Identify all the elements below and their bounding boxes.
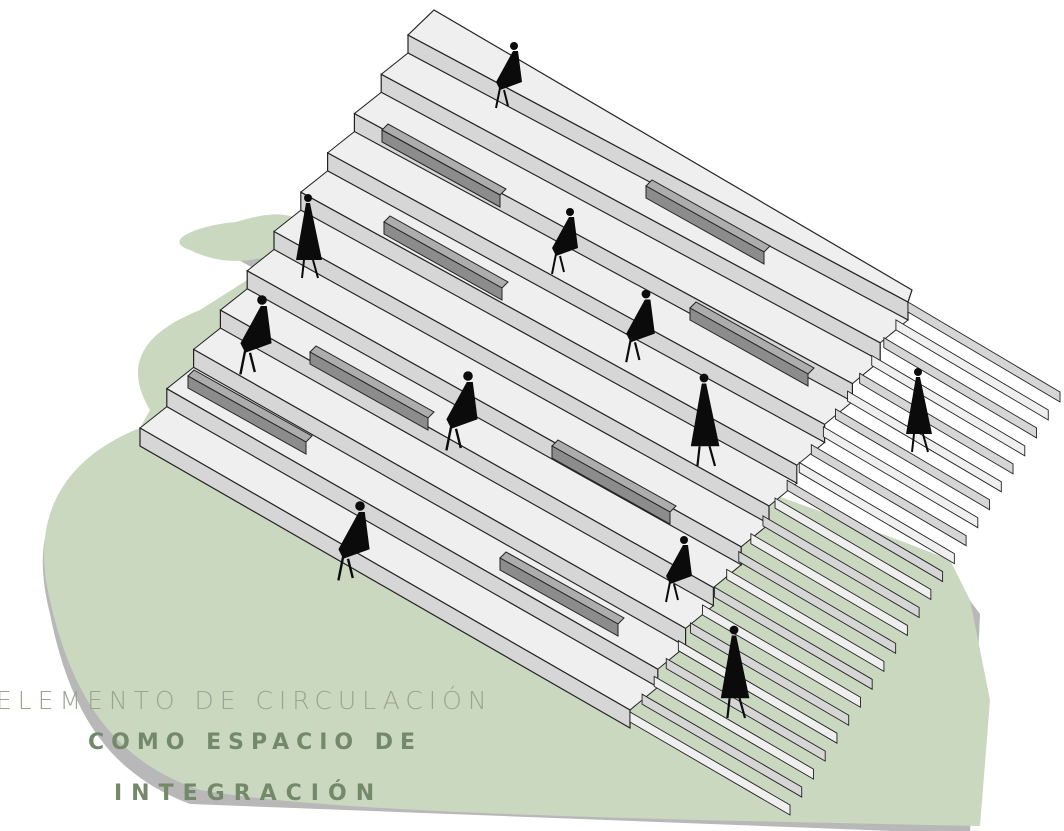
bench-side — [551, 445, 671, 525]
walking-person — [690, 373, 720, 467]
bench — [499, 551, 625, 637]
body — [690, 383, 720, 447]
head — [641, 289, 651, 299]
bench-group — [187, 123, 815, 637]
narrow-step — [702, 604, 861, 709]
seated-person — [337, 501, 370, 581]
legs — [445, 426, 462, 451]
bench-side — [645, 185, 765, 265]
head — [566, 208, 574, 216]
bench — [381, 123, 507, 208]
narrow-step — [883, 336, 1037, 439]
body — [338, 512, 370, 559]
head — [729, 625, 739, 635]
narrow-step — [629, 711, 791, 816]
seated-person — [445, 371, 478, 451]
bench-side — [381, 129, 501, 208]
bench-side — [383, 221, 503, 301]
narrow-step — [677, 639, 838, 744]
narrow-step — [859, 372, 1014, 475]
legs — [625, 339, 641, 363]
head — [304, 194, 312, 202]
walking-person — [296, 194, 322, 279]
narrow-step — [835, 408, 991, 511]
people-group — [239, 42, 932, 719]
bench — [551, 439, 677, 525]
body — [240, 306, 272, 353]
body — [626, 299, 655, 343]
narrow-step — [738, 550, 897, 655]
legs — [301, 259, 319, 279]
seated-person — [665, 536, 692, 603]
body — [296, 203, 322, 260]
narrow-step — [762, 515, 920, 619]
caption-line-3: INTEGRACIÓN — [114, 781, 384, 806]
top-landing — [406, 9, 913, 303]
legs — [911, 433, 929, 453]
narrow-step — [774, 497, 932, 601]
legs — [337, 556, 354, 581]
seated-person — [495, 42, 522, 109]
head — [699, 373, 709, 383]
bench-side — [309, 351, 429, 431]
legs — [665, 581, 679, 603]
bench — [689, 301, 815, 387]
legs — [726, 697, 747, 719]
bench-side — [499, 557, 619, 637]
seated-person — [239, 295, 272, 375]
narrow-step — [810, 443, 967, 547]
legs — [696, 445, 717, 467]
narrow-step — [641, 693, 803, 798]
narrow-step — [714, 586, 873, 691]
bench — [187, 369, 313, 455]
caption-line-1: ELEMENTO DE CIRCULACIÓN — [0, 686, 493, 715]
walking-person — [906, 368, 932, 453]
narrow-step — [665, 657, 826, 762]
bench-side — [689, 307, 809, 387]
bench-side — [187, 375, 307, 455]
head — [463, 371, 473, 381]
head — [257, 295, 267, 305]
legs — [239, 350, 256, 375]
narrow-step — [726, 568, 885, 673]
head — [355, 501, 365, 511]
narrow-step — [786, 479, 944, 583]
narrow-step — [822, 425, 979, 529]
step-riser — [139, 426, 631, 730]
bench — [383, 215, 509, 301]
walking-person — [720, 625, 750, 719]
head — [914, 368, 922, 376]
narrow-step — [798, 461, 955, 565]
body — [906, 377, 932, 434]
body — [720, 635, 750, 699]
seated-person — [551, 208, 578, 275]
bench — [309, 345, 435, 431]
body — [446, 382, 478, 429]
body — [666, 545, 692, 584]
narrow-step — [750, 532, 908, 637]
narrow-step — [895, 319, 1049, 421]
legs — [551, 253, 565, 275]
body — [552, 217, 578, 256]
narrow-step — [871, 354, 1026, 457]
seated-person — [625, 289, 655, 363]
body — [496, 51, 522, 90]
caption-line-2: COMO ESPACIO DE — [88, 730, 423, 755]
legs — [495, 87, 509, 109]
head — [680, 536, 688, 544]
bench — [645, 179, 771, 265]
narrow-step — [653, 675, 814, 780]
narrow-step — [907, 301, 1061, 403]
head — [510, 42, 518, 50]
